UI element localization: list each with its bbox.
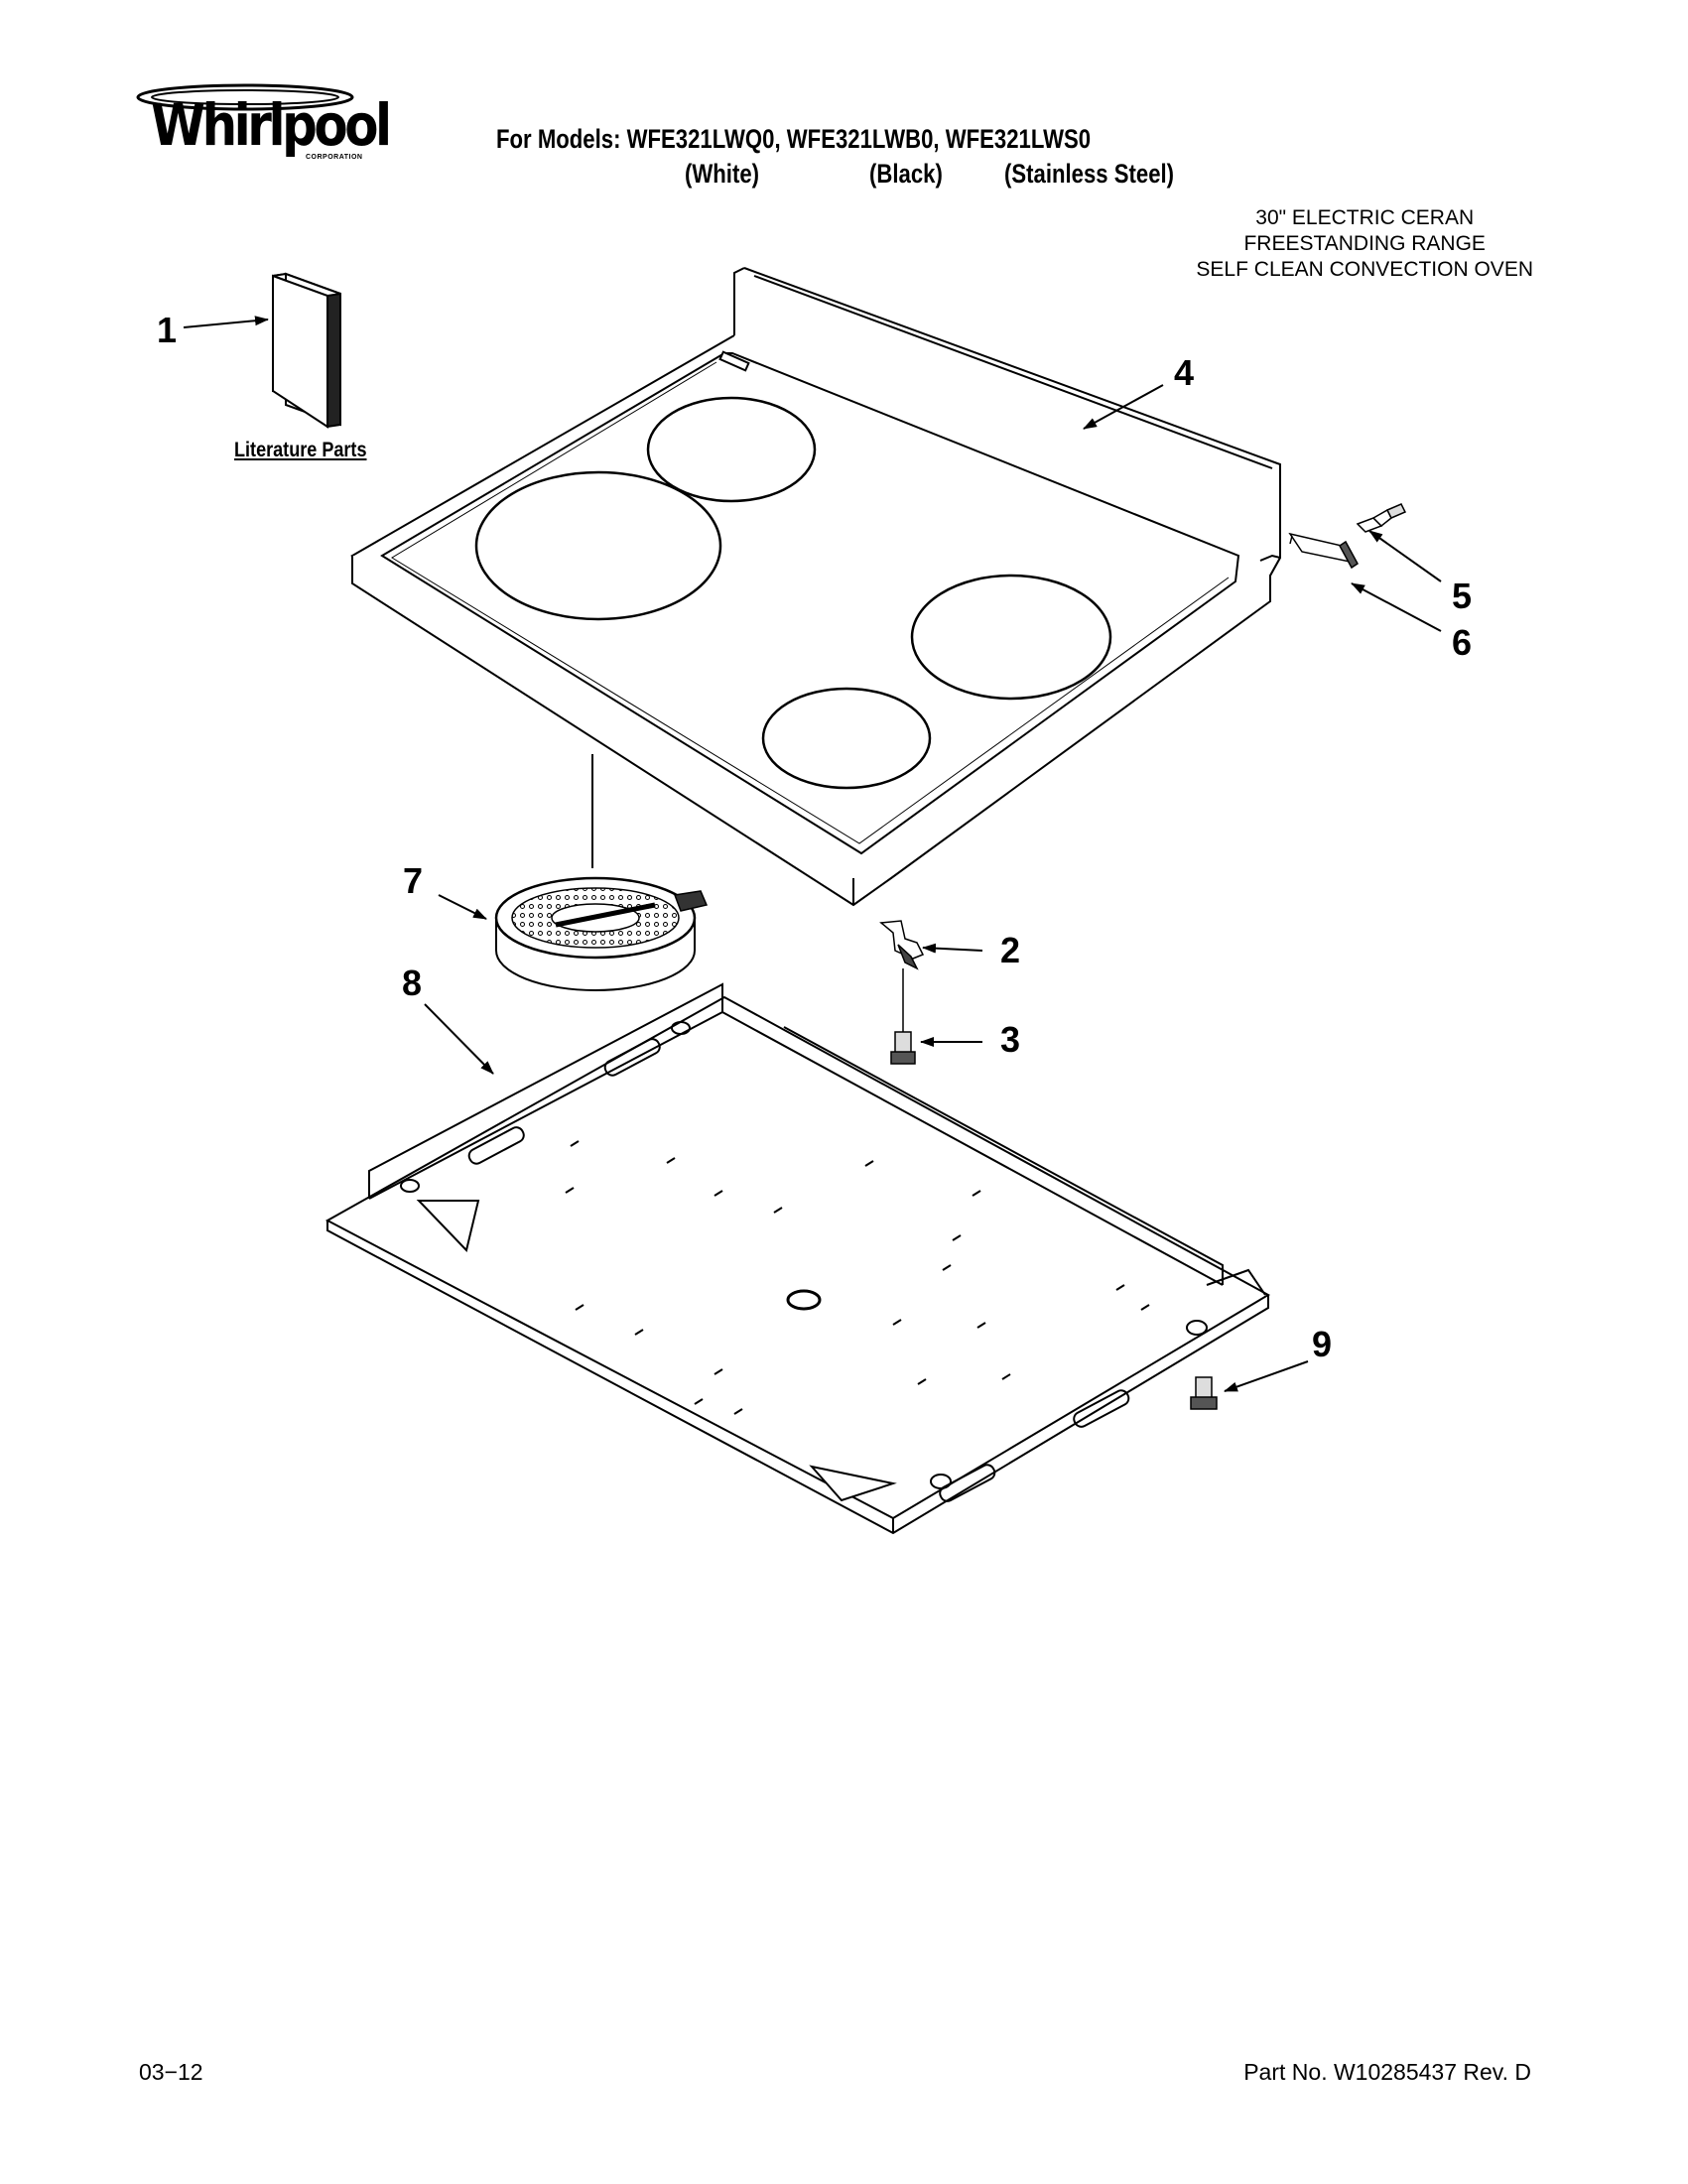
description-line: FREESTANDING RANGE [1243, 232, 1486, 255]
product-description: 30" ELECTRIC CERAN FREESTANDING RANGE SE… [1196, 205, 1533, 283]
description-line: SELF CLEAN CONVECTION OVEN [1196, 258, 1533, 281]
leader-arrow-1 [183, 316, 269, 328]
variant-white: (White) [685, 159, 760, 189]
variant-black: (Black) [869, 159, 943, 189]
leader-arrow-4 [1083, 384, 1164, 430]
callout-4: 4 [1174, 352, 1195, 393]
literature-parts-caption: Literature Parts [234, 439, 367, 461]
screw-middle [890, 1031, 916, 1065]
side-bracket [1288, 532, 1359, 570]
logo-swirl-icon [136, 83, 354, 111]
screw-top-right [1356, 503, 1407, 533]
callout-3: 3 [1000, 1019, 1021, 1060]
leader-arrow-2 [922, 943, 983, 954]
models-line: For Models: WFE321LWQ0, WFE321LWB0, WFE3… [496, 124, 1092, 154]
callout-7: 7 [403, 860, 424, 901]
callout-6: 6 [1452, 622, 1473, 663]
radiant-element [494, 754, 709, 991]
brand-subtitle: CORPORATION [306, 154, 363, 161]
burner-box [325, 982, 1271, 1535]
screw-bottom-right [1190, 1376, 1218, 1410]
callout-1: 1 [157, 310, 178, 350]
leader-arrow-8 [424, 1003, 494, 1075]
cooktop-assembly [350, 267, 1281, 907]
callout-5: 5 [1452, 576, 1473, 616]
leader-arrows [183, 316, 1442, 1392]
leader-arrow-5 [1368, 530, 1442, 582]
brand-name: Whirlpool [151, 91, 392, 159]
callout-9: 9 [1312, 1324, 1333, 1364]
literature-booklet [272, 272, 341, 429]
callout-8: 8 [402, 963, 423, 1003]
variant-stainless: (Stainless Steel) [1004, 159, 1175, 189]
part-number: Part No. W10285437 Rev. D [1243, 2059, 1531, 2085]
date-code: 03−12 [139, 2059, 203, 2085]
leader-arrow-6 [1351, 582, 1442, 632]
mounting-clip [879, 920, 925, 1032]
leader-arrow-9 [1224, 1360, 1309, 1392]
brand-logo [131, 77, 399, 177]
description-line: 30" ELECTRIC CERAN [1255, 206, 1475, 229]
callout-2: 2 [1000, 930, 1021, 970]
leader-arrow-7 [438, 894, 487, 920]
